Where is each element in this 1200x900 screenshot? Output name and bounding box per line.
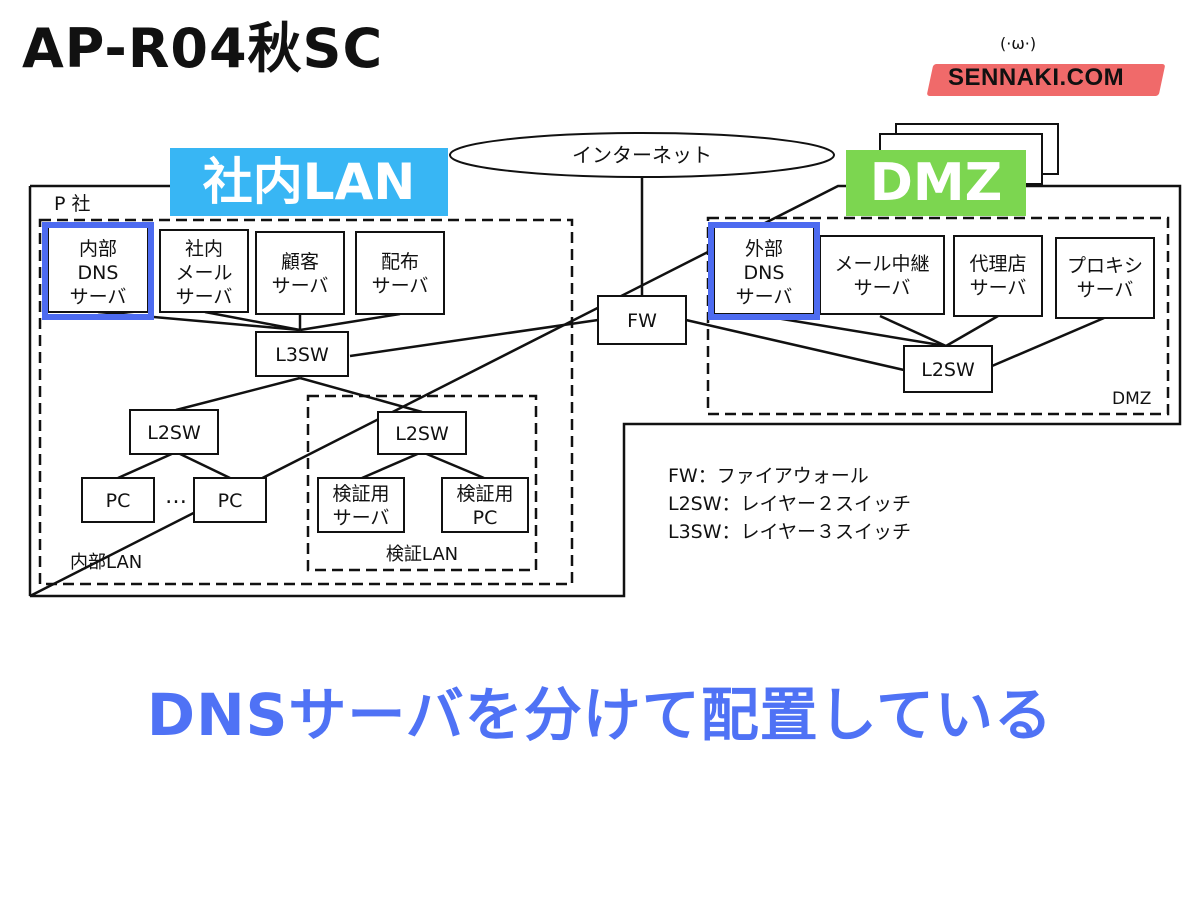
proxy-line2: サーバ (1077, 279, 1134, 301)
external-dns-highlight (708, 222, 820, 320)
edge-l3sw-verify (299, 376, 423, 414)
internal-lan-zone (38, 218, 574, 586)
edge-verify-pc (421, 450, 485, 480)
internal-mail-line2: メール (175, 262, 232, 284)
page-title: AP-R04秋SC (22, 17, 384, 80)
fw-label: FW (627, 310, 657, 332)
verify-pc-line2: PC (473, 507, 498, 529)
l3sw-label: L3SW (275, 344, 329, 366)
verify-l2sw-label: L2SW (395, 423, 449, 445)
pc-1 (81, 477, 155, 523)
legend-l3sw: L3SW：レイヤー３スイッチ (668, 521, 911, 543)
mail-relay-line1: メール中継 (834, 253, 929, 275)
external-dns-line3: サーバ (736, 286, 793, 308)
customer-line1: 顧客 (281, 251, 319, 273)
agency-line1: 代理店 (969, 253, 1026, 275)
edge-verify-server (361, 450, 423, 480)
pc-2-label: PC (218, 490, 243, 512)
edge-l2sw-pc1 (117, 450, 177, 480)
internal-l2sw (129, 409, 219, 455)
agency-server (953, 235, 1043, 317)
logo-face: (·ω·) (1000, 34, 1037, 53)
caption-text: DNSサーバを分けて配置している (146, 681, 1054, 749)
logo-text: SENNAKI.COM (948, 64, 1125, 91)
internal-dns-highlight (42, 222, 154, 320)
legend-fw: FW：ファイアウォール (668, 465, 869, 487)
company-label: P 社 (54, 193, 91, 215)
verify-l2sw (377, 411, 467, 455)
external-dns-line1: 外部 (745, 238, 783, 260)
pc-2 (193, 477, 267, 523)
edge-dmz-dns (763, 314, 947, 348)
customer-line2: サーバ (272, 275, 329, 297)
dmz-l2sw-label: L2SW (921, 359, 975, 381)
edge-l3sw-fw (349, 318, 599, 358)
internal-lan-label: 内部LAN (70, 552, 142, 573)
distribution-server (355, 231, 445, 315)
internal-dns-line3: サーバ (70, 286, 127, 308)
legend-l2sw: L2SW：レイヤー２スイッチ (668, 493, 911, 515)
customer-server (255, 231, 345, 315)
edge-fw-dmz-l2sw (685, 318, 905, 372)
pc-1-label: PC (106, 490, 131, 512)
internal-l2sw-label: L2SW (147, 422, 201, 444)
internal-mail-line1: 社内 (185, 238, 223, 260)
internal-dns-line2: DNS (78, 262, 119, 284)
verify-server-line2: サーバ (333, 507, 390, 529)
mail-relay-server (819, 235, 945, 315)
internet-label: インターネット (572, 143, 712, 167)
edge-dmz-mail (879, 314, 947, 348)
internal-lan-tag: 社内LAN (170, 148, 448, 216)
distribution-line2: サーバ (372, 275, 429, 297)
edge-l3sw-dist (299, 312, 401, 332)
distribution-line1: 配布 (381, 251, 419, 273)
internal-mail-line3: サーバ (176, 286, 233, 308)
external-dns-line2: DNS (744, 262, 785, 284)
dmz-l2sw (903, 345, 993, 393)
dmz-zone-label: DMZ (1112, 389, 1151, 409)
edge-dmz-agency (945, 314, 999, 348)
edge-l2sw-pc2 (175, 450, 231, 480)
internal-dns-line1: 内部 (79, 238, 117, 260)
internal-mail-server (159, 229, 249, 313)
pc-ellipsis: … (165, 484, 187, 509)
verify-lan-zone (306, 394, 538, 572)
proxy-line1: プロキシ (1067, 255, 1143, 277)
verify-pc-line1: 検証用 (456, 483, 513, 505)
firewall (597, 295, 687, 345)
proxy-server (1055, 237, 1155, 319)
dmz-tag: DMZ (846, 150, 1026, 216)
mail-relay-line2: サーバ (854, 277, 911, 299)
site-logo: (·ω·) SENNAKI.COM (926, 34, 1170, 104)
edge-l3sw-mail (204, 310, 301, 332)
verify-pc (441, 477, 529, 533)
verify-server (317, 477, 405, 533)
verify-server-line1: 検証用 (332, 483, 389, 505)
l3sw-switch (255, 331, 349, 377)
edge-dmz-proxy (991, 316, 1105, 368)
edge-l3sw-l2sw (175, 376, 301, 412)
verify-lan-label: 検証LAN (386, 544, 458, 565)
agency-line2: サーバ (970, 277, 1027, 299)
